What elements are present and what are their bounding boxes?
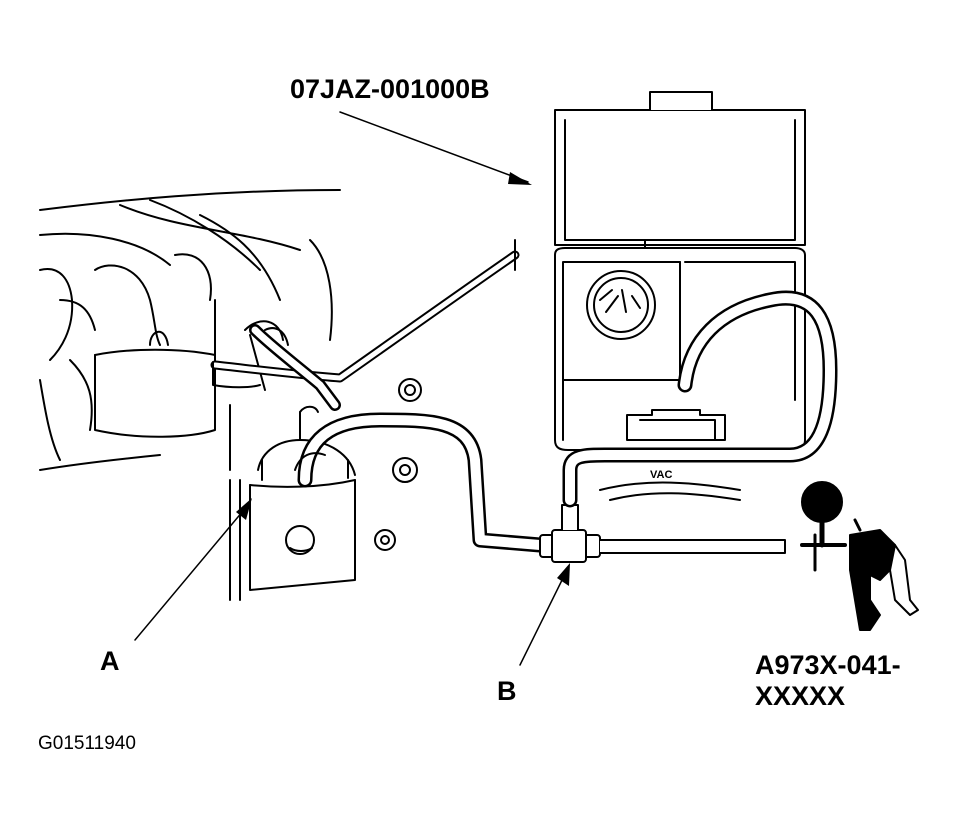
- pump-part-number-line1: A973X-041-: [755, 650, 901, 680]
- tester-hose: [562, 290, 838, 508]
- arrow-tester-head: [508, 172, 532, 185]
- gauge-face-text: VAC: [650, 469, 672, 481]
- engine-block-outline: [39, 189, 341, 601]
- arrow-a-head: [236, 498, 252, 520]
- pump-part-number-line2: XXXXX: [755, 681, 846, 711]
- figure-id: G01511940: [38, 733, 136, 754]
- engine-bolts: [374, 378, 422, 551]
- rear-vacuum-hose: [210, 239, 520, 389]
- callout-a: A: [100, 646, 120, 676]
- hand-vacuum-pump: [800, 481, 919, 631]
- upper-small-hose: [249, 324, 341, 411]
- callout-b: B: [497, 676, 517, 706]
- arrow-b-head: [557, 563, 570, 586]
- component-b-tee: [539, 504, 786, 563]
- vacuum-tester-case: [554, 91, 806, 451]
- tester-part-number: 07JAZ-001000B: [290, 74, 490, 104]
- component-a-bracket: [249, 405, 356, 591]
- hose-a-to-b: [294, 412, 548, 553]
- leader-arrows: [134, 111, 570, 666]
